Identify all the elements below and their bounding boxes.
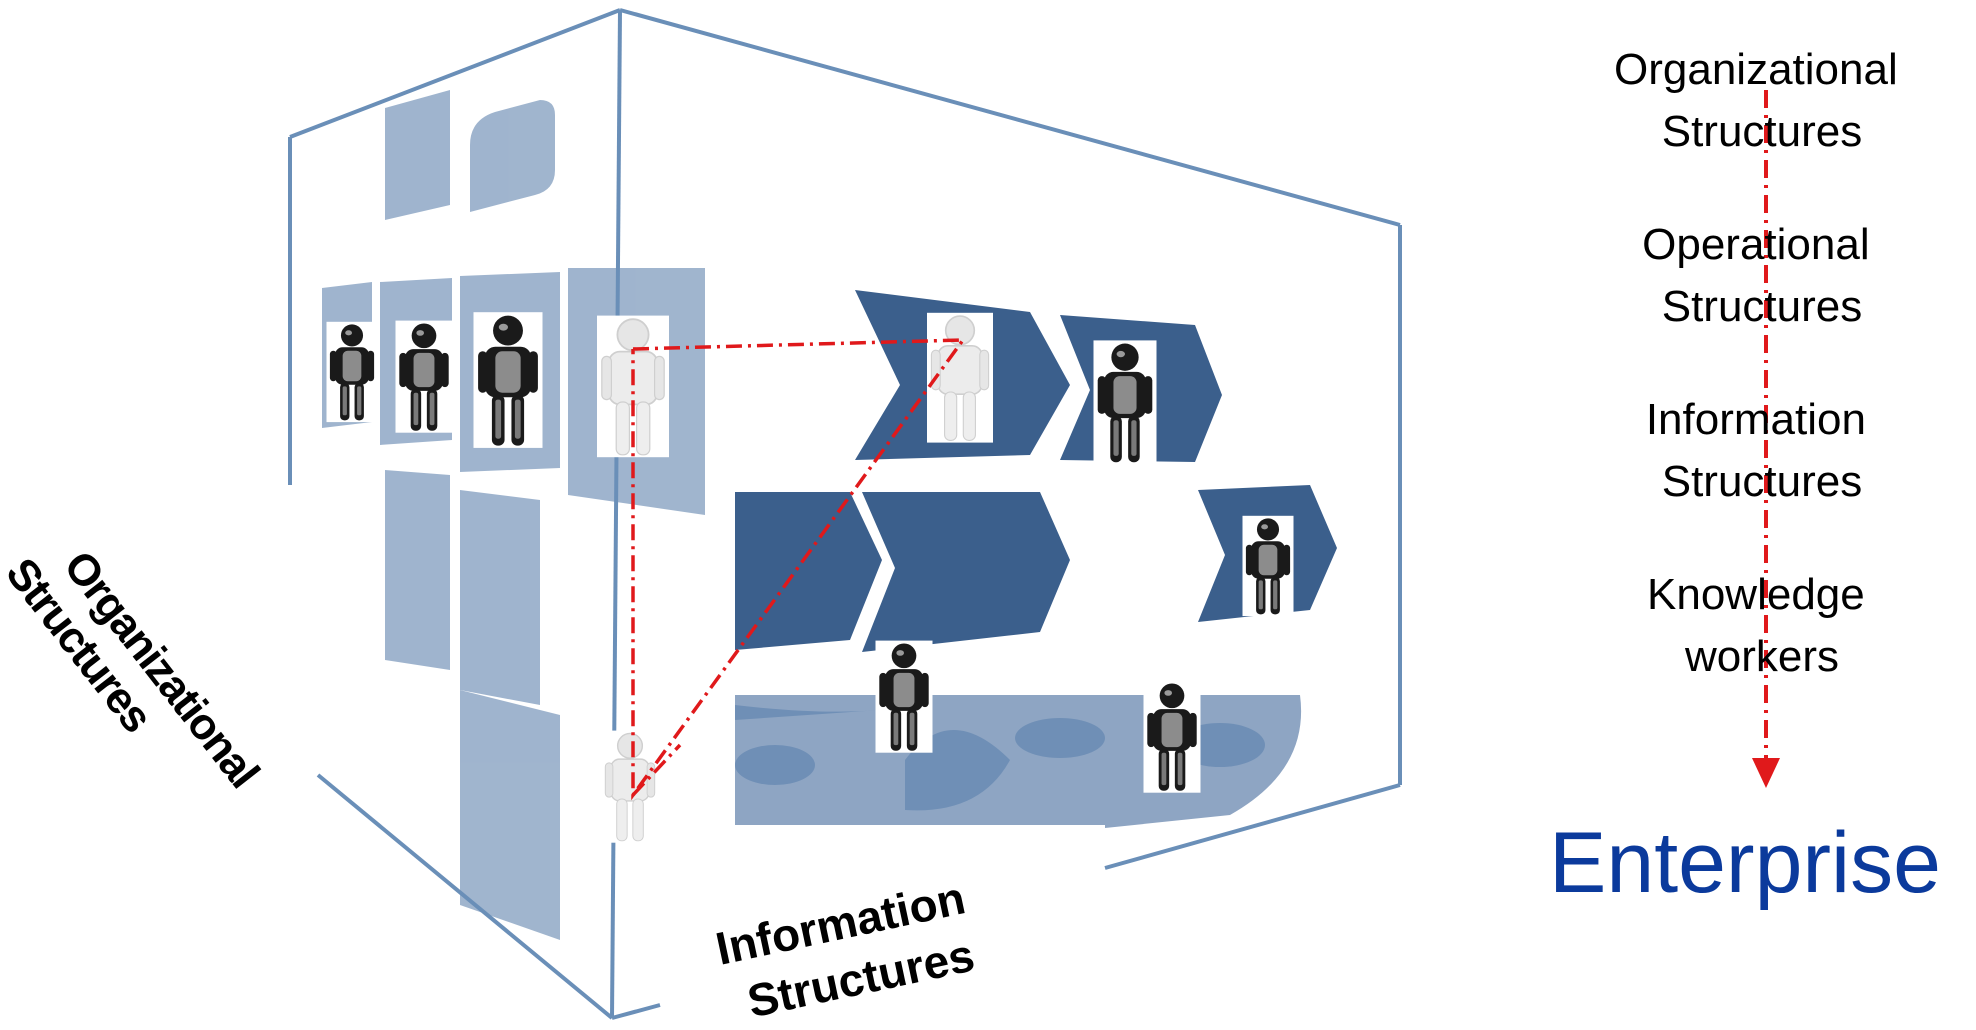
connector-line	[631, 338, 967, 801]
cube-edge	[619, 8, 1401, 227]
cube-edge	[611, 1003, 661, 1020]
bottom-face-label: Information Structures	[711, 869, 994, 1030]
person-icon	[1143, 680, 1201, 793]
person-icon	[326, 321, 378, 423]
information-band	[735, 695, 1302, 828]
legend-arrow	[1752, 90, 1780, 788]
cube-edge	[289, 8, 621, 139]
legend-item-line: Operational	[1642, 220, 1869, 269]
person-icon	[875, 640, 933, 753]
org-tile	[385, 90, 450, 220]
org-tile	[470, 100, 555, 212]
legend-list: Organizational Structures Operational St…	[1614, 45, 1910, 681]
legend-item-line: Information	[1646, 395, 1866, 444]
cube-edge	[610, 9, 622, 1019]
org-tile	[460, 490, 540, 705]
legend-item-line: Organizational	[1614, 45, 1898, 94]
org-tile	[385, 470, 450, 670]
cube-edge	[316, 773, 614, 1020]
legend-item-org: Organizational Structures	[1614, 45, 1910, 156]
legend-item-line: Structures	[1662, 457, 1863, 506]
chevron-shape	[735, 492, 882, 650]
legend-item-information: Information Structures	[1646, 395, 1878, 506]
legend-item-line: Knowledge	[1647, 570, 1865, 619]
person-icon	[395, 320, 453, 433]
enterprise-title: Enterprise	[1549, 815, 1941, 911]
chevron-shape	[862, 492, 1070, 652]
person-icon	[1093, 340, 1157, 465]
left-face-label: Organizational Structures	[0, 518, 275, 835]
org-tile	[460, 690, 560, 940]
legend-item-operational: Operational Structures	[1642, 220, 1882, 331]
connector-line	[631, 743, 682, 797]
legend-item-workers: Knowledge workers	[1647, 570, 1877, 681]
person-icon	[1242, 515, 1294, 617]
person-icon	[600, 729, 660, 844]
legend-item-line: Structures	[1662, 107, 1863, 156]
legend-item-line: Structures	[1662, 282, 1863, 331]
worker-connector	[631, 338, 967, 801]
cube-edge	[1104, 783, 1401, 870]
person-icon	[473, 312, 543, 448]
cube-frame	[288, 8, 1402, 1020]
legend-item-line: workers	[1684, 632, 1839, 681]
arrowhead-down-icon	[1752, 758, 1780, 788]
